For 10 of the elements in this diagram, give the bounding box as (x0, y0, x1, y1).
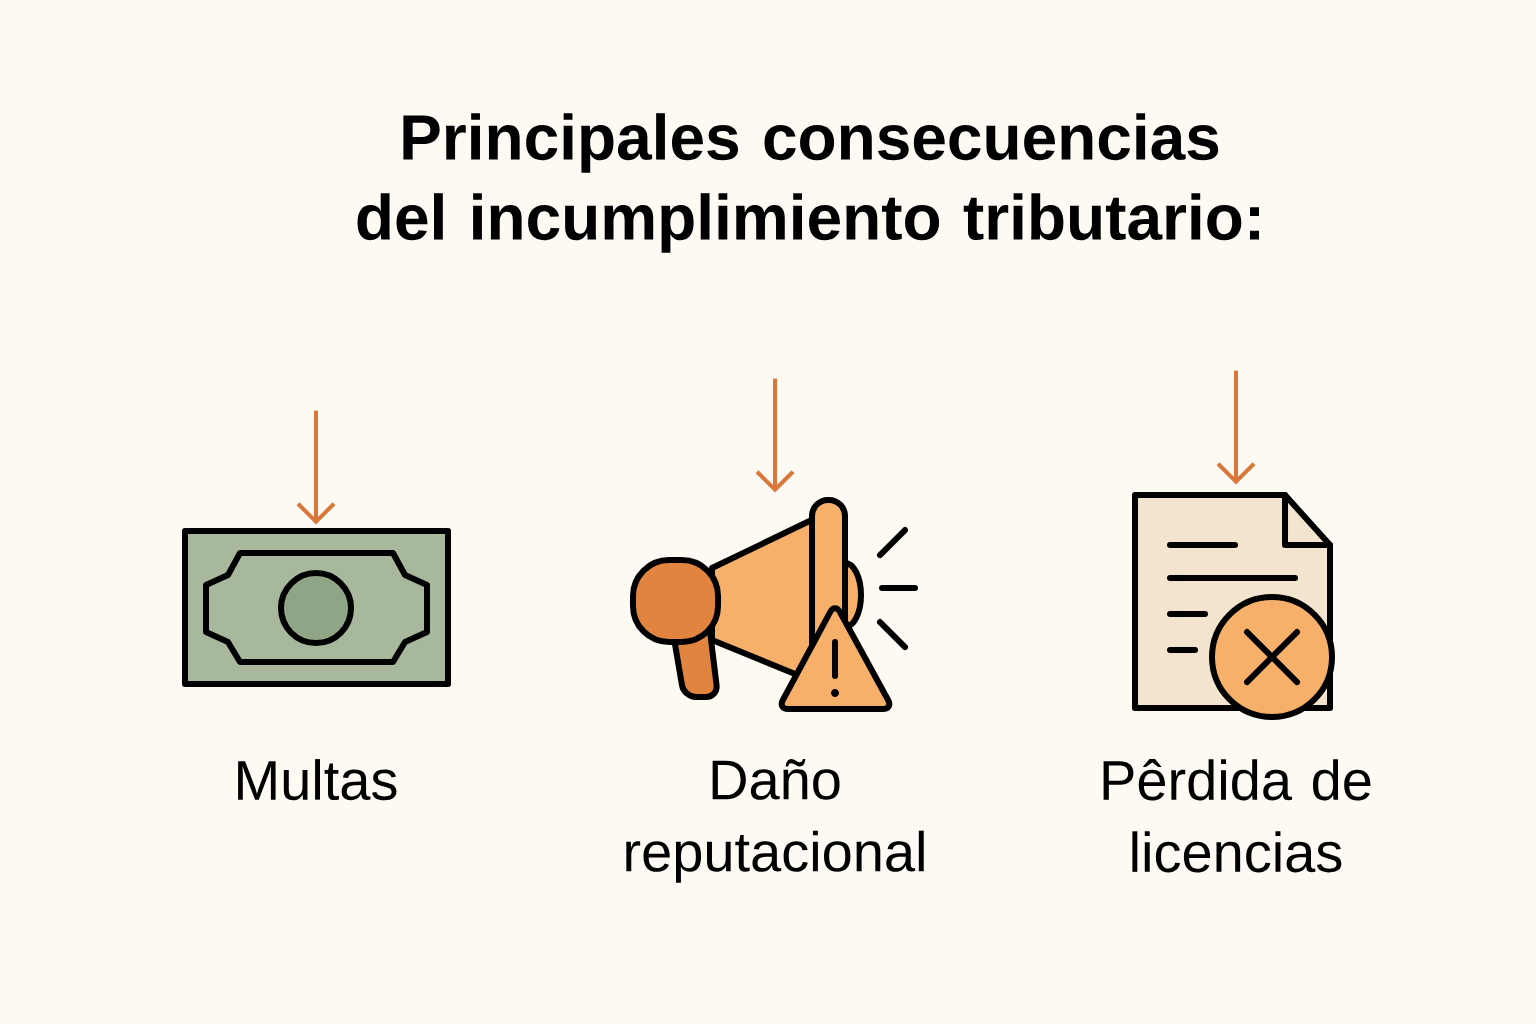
arrow (1216, 370, 1256, 485)
node-label: Multas (238, 759, 397, 801)
megaphone-warning-drawing (630, 497, 918, 712)
node-label: Pêrdida de licencias (1103, 759, 1371, 873)
title: Principales consecuencias del incumplimiento tributario: (357, 113, 1259, 253)
banknote-drawing (182, 528, 451, 687)
arrow (296, 410, 336, 525)
node-label: Daño reputacional (626, 759, 924, 883)
arrow (755, 378, 795, 493)
rejected-document-drawing (1132, 492, 1335, 720)
